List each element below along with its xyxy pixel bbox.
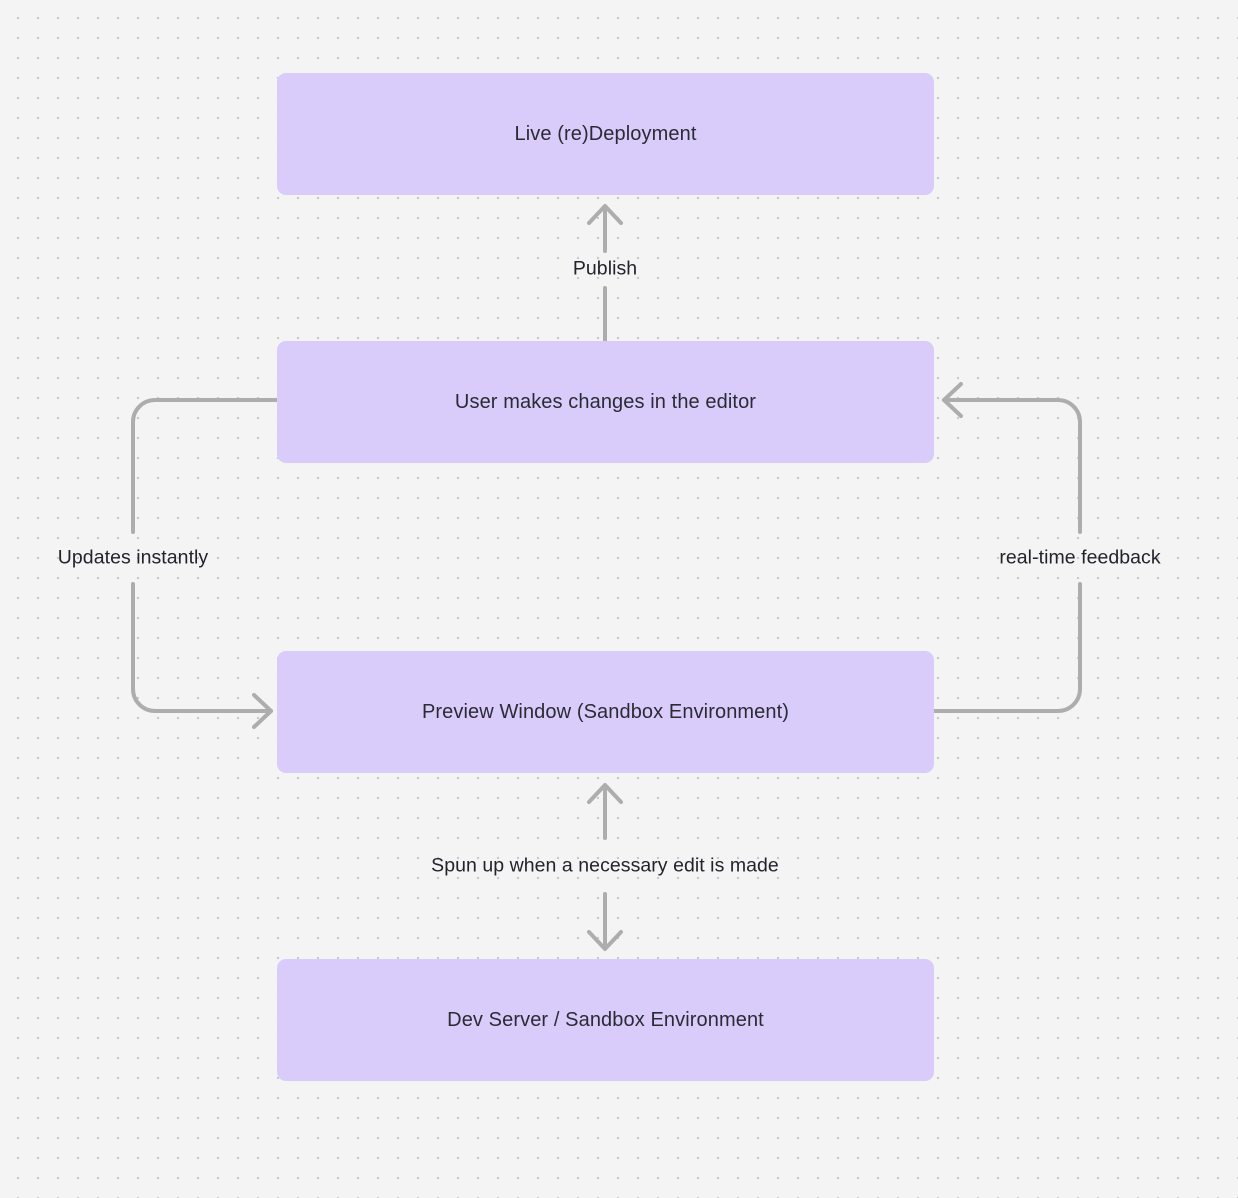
node-dev-server[interactable]: Dev Server / Sandbox Environment xyxy=(277,959,934,1081)
node-label: User makes changes in the editor xyxy=(454,391,757,413)
node-label: Live (re)Deployment xyxy=(514,123,697,145)
edge-label-spun-up: Spun up when a necessary edit is made xyxy=(431,854,779,877)
edge-label-publish: Publish xyxy=(572,257,638,280)
node-preview-window[interactable]: Preview Window (Sandbox Environment) xyxy=(277,651,934,773)
edge-label-updates-instantly: Updates instantly xyxy=(57,546,209,569)
edge-label-real-time-feedback: real-time feedback xyxy=(999,546,1161,569)
node-user-makes-changes[interactable]: User makes changes in the editor xyxy=(277,341,934,463)
node-live-redeployment[interactable]: Live (re)Deployment xyxy=(277,73,934,195)
node-label: Dev Server / Sandbox Environment xyxy=(447,1009,764,1031)
node-label: Preview Window (Sandbox Environment) xyxy=(421,701,790,723)
